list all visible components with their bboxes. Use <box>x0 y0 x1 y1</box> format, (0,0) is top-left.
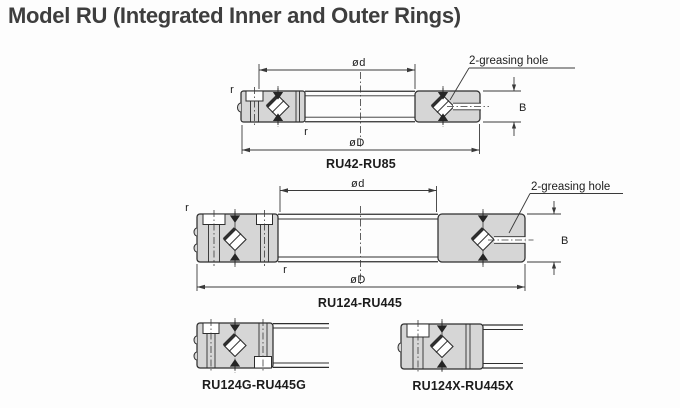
ring-section-left <box>237 86 306 127</box>
width-label: B <box>519 102 527 114</box>
greasing-hole-callout: 2-greasing hole <box>449 55 575 101</box>
ring-section-right <box>437 209 534 267</box>
radius-label-top: r <box>185 202 189 214</box>
diagram-ru124x-ru445x: RU124X-RU445X <box>397 319 523 393</box>
diagram-ru124g-ru445g: RU124G-RU445G <box>193 318 329 392</box>
greasing-hole-label: 2-greasing hole <box>469 55 548 67</box>
diagram-ru124-ru445: ød øD B 2-grea <box>185 178 623 310</box>
dim-outer-diameter: øD <box>196 264 526 291</box>
page-title: Model RU (Integrated Inner and Outer Rin… <box>8 3 461 28</box>
ring-section <box>397 319 484 373</box>
radius-label-bottom: r <box>304 126 308 138</box>
outer-diameter-label: øD <box>349 137 365 149</box>
ring-band <box>305 90 415 123</box>
ring-rails <box>483 324 523 369</box>
greasing-leader-line <box>508 193 531 234</box>
bore-diameter-label: ød <box>352 57 366 69</box>
ring-band <box>278 213 438 263</box>
dim-outer-diameter: øD <box>241 124 480 154</box>
ring-section-left <box>193 209 279 267</box>
diagram-ru42-ru85: ød øD B 2-grea <box>230 55 575 171</box>
model-label: RU124X-RU445X <box>412 379 514 393</box>
radius-label-bottom: r <box>283 264 287 276</box>
width-label: B <box>561 235 569 247</box>
radius-label-top: r <box>230 84 234 96</box>
outer-diameter-label: øD <box>350 274 366 286</box>
greasing-leader-line <box>449 67 470 101</box>
dim-bore-diameter: ød <box>279 178 437 212</box>
model-label: RU124G-RU445G <box>202 378 306 392</box>
greasing-hole-channel <box>447 102 489 111</box>
greasing-hole-label: 2-greasing hole <box>531 181 610 193</box>
model-label: RU42-RU85 <box>326 157 396 171</box>
greasing-hole-callout: 2-greasing hole <box>508 181 623 234</box>
greasing-hole-channel <box>488 236 534 244</box>
dim-bore-diameter: ød <box>258 57 416 89</box>
model-label: RU124-RU445 <box>318 296 402 310</box>
ring-rails <box>273 322 329 369</box>
ring-section-right <box>414 86 489 127</box>
dim-width-b: B <box>527 201 569 275</box>
bore-diameter-label: ød <box>351 178 365 190</box>
dim-width-b: B <box>483 77 527 136</box>
ring-section <box>193 318 274 373</box>
